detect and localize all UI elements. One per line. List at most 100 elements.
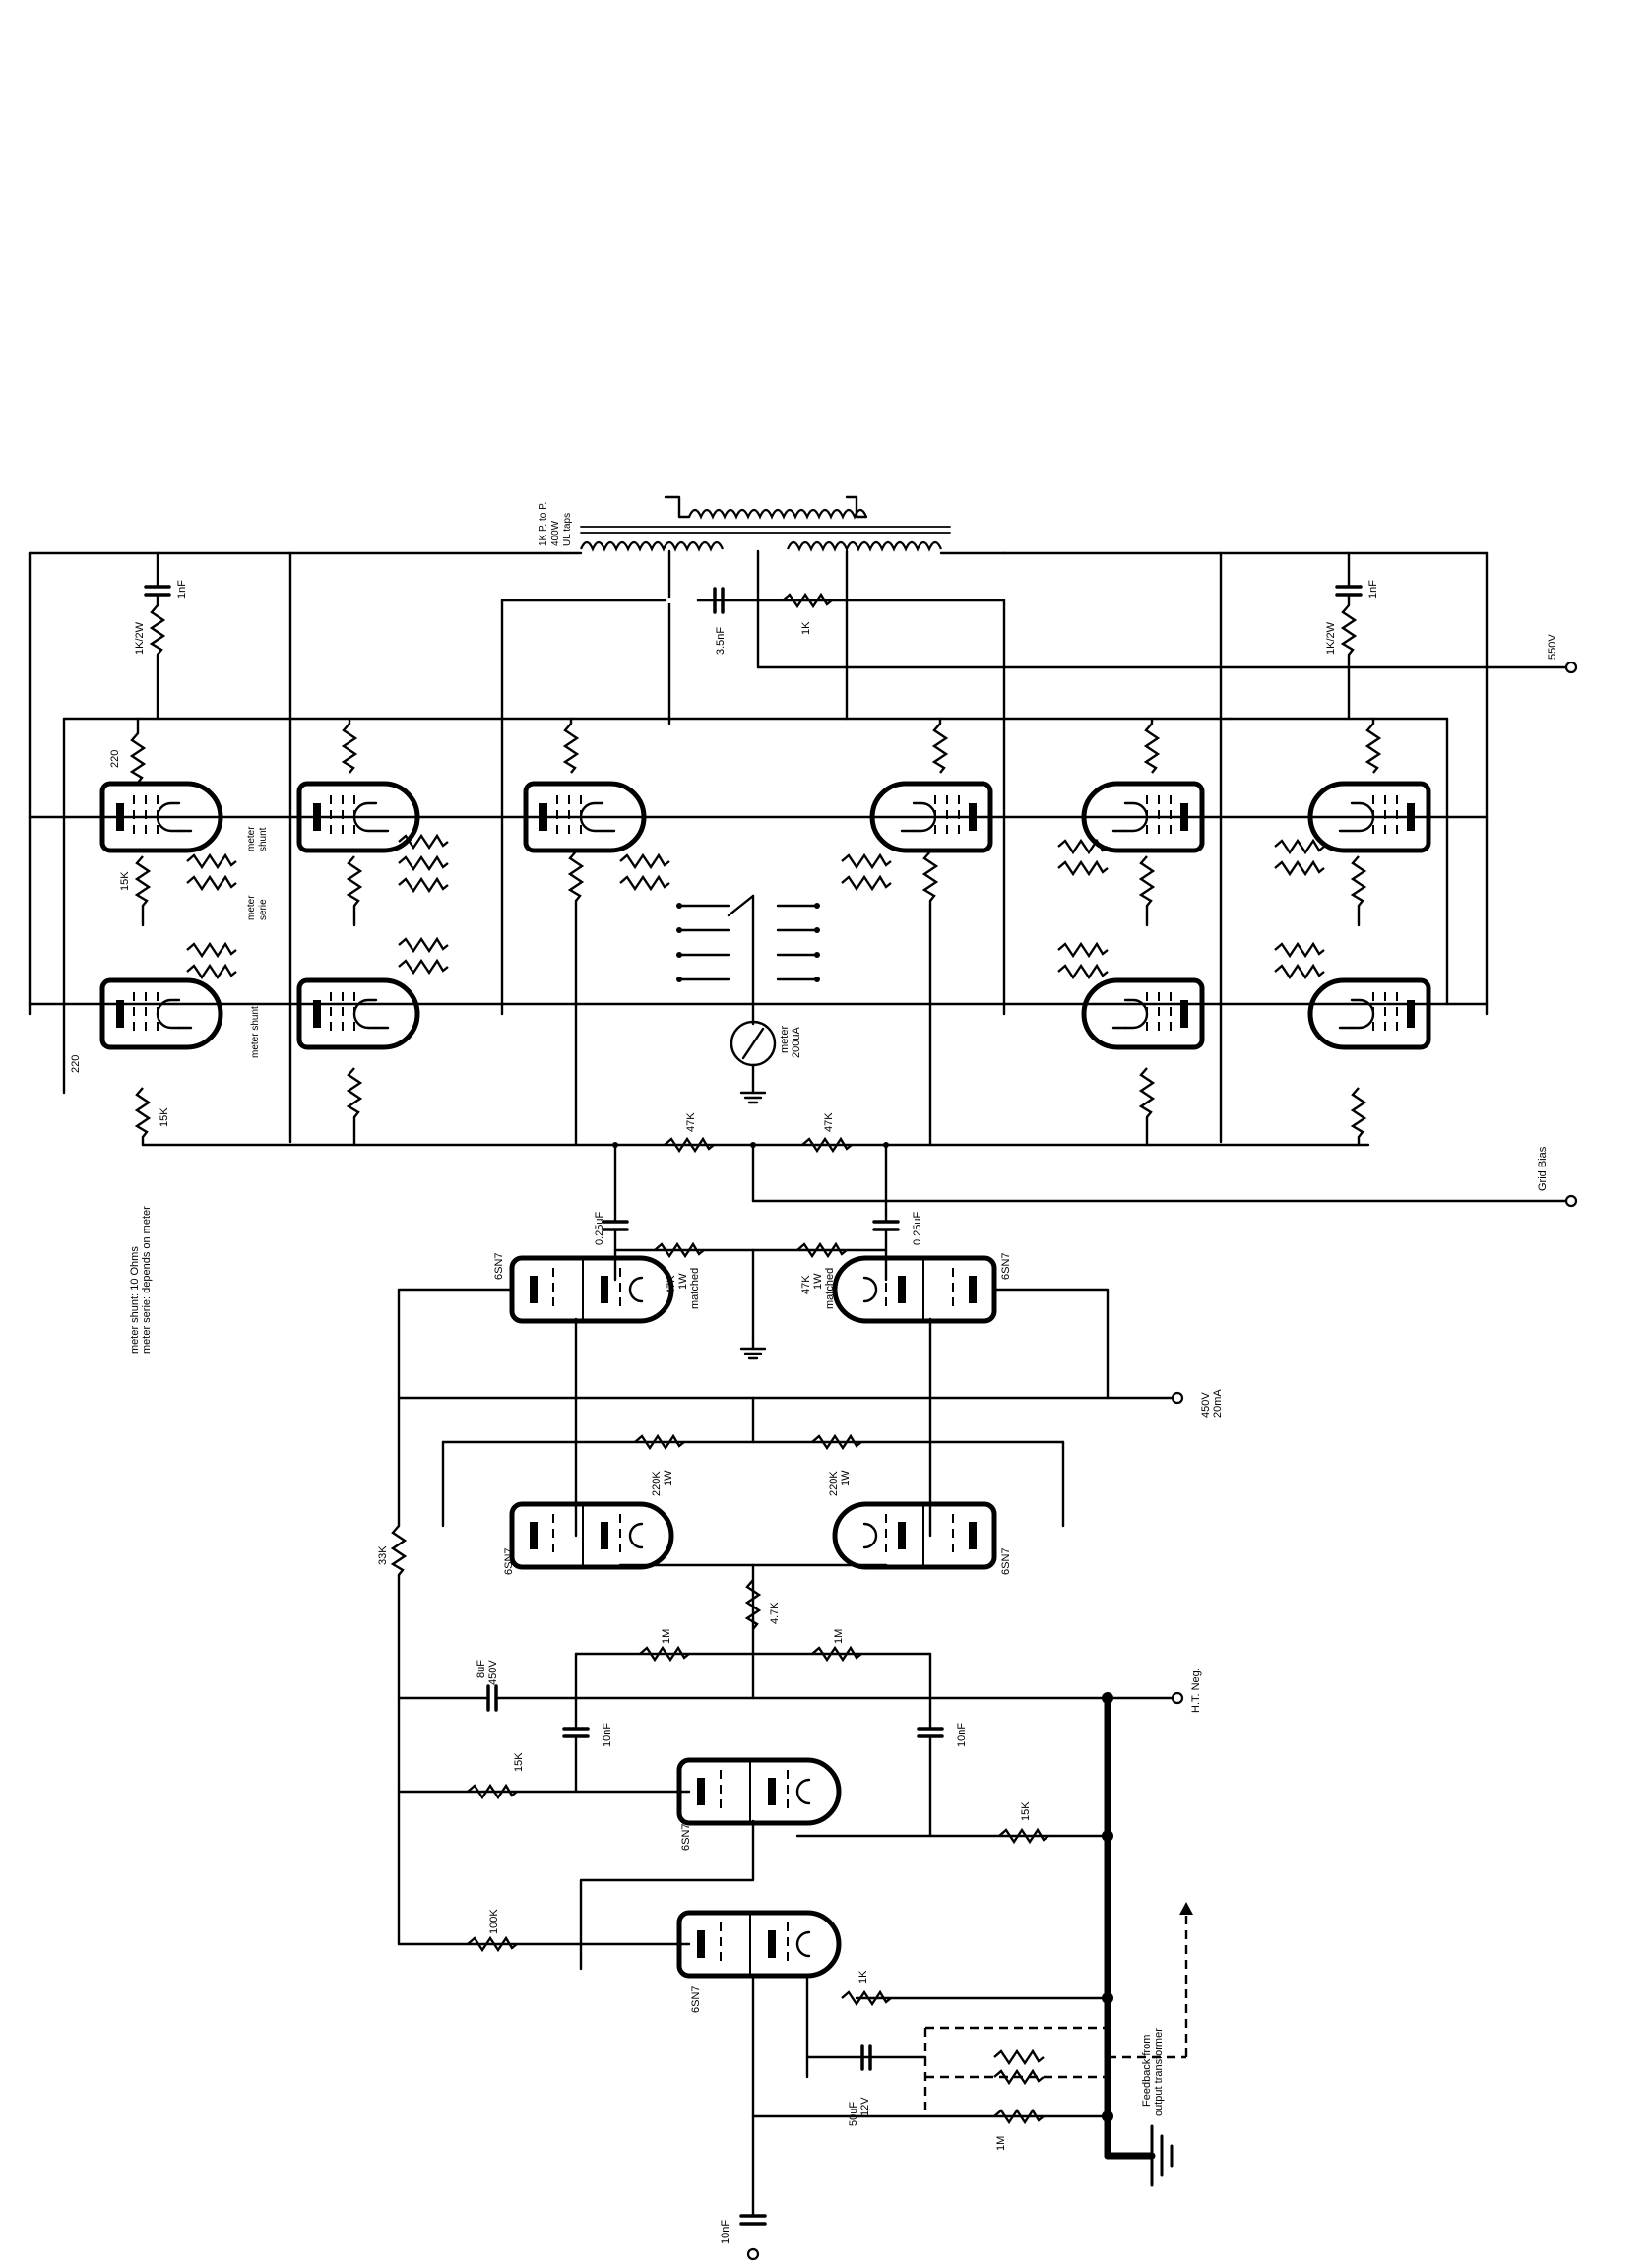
label-10nf-in: 10nF (720, 2220, 731, 2244)
label-10nf-r: 10nF (956, 1723, 968, 1747)
label-ht-neg: H.T. Neg. (1190, 1668, 1202, 1713)
right-screen-network (1229, 551, 1449, 721)
ground-bus (1102, 1692, 1174, 2187)
label-47k-bias-l: 47K (685, 1112, 697, 1132)
label-meter-serie-1: meter (246, 895, 257, 920)
label-6sn7-e: 6SN7 (680, 1823, 692, 1851)
label-15k-a: 15K (119, 871, 131, 891)
label-550v: 550V (1547, 634, 1558, 660)
output-tube-3 (102, 980, 221, 1147)
label-20ma: 20mA (1212, 1389, 1224, 1418)
label-1k-top: 1K (800, 621, 812, 635)
label-220k-l-w: 1W (663, 1470, 674, 1486)
label-10nf-l: 10nF (602, 1723, 613, 1747)
label-meter-shunt-2: meter shunt (250, 1006, 261, 1058)
label-1m-bot: 1M (995, 2136, 1007, 2151)
transformer-label-3: UL taps (562, 513, 573, 546)
output-tube-2 (299, 717, 417, 927)
label-220-a: 220 (109, 750, 121, 768)
label-220k-r: 220K (828, 1471, 840, 1496)
label-1nf-right: 1nF (1367, 580, 1379, 598)
label-025-r: 0.25uF (912, 1211, 923, 1245)
label-grid-bias: Grid Bias (1537, 1146, 1549, 1191)
label-220k-l: 220K (651, 1471, 663, 1496)
note-meter-shunt: meter shunt: 10 Ohms (129, 1246, 141, 1354)
zobel-network (500, 587, 1006, 1016)
label-8uf: 8uF (476, 1660, 487, 1678)
transformer-label-2: 400W (550, 520, 561, 546)
label-meter-shunt-1: meter (246, 826, 257, 851)
label-15k-b: 15K (159, 1107, 170, 1127)
label-6sn7-f: 6SN7 (690, 1985, 702, 2013)
driver-grid-resistors (613, 1242, 888, 1360)
b-plus-rail (28, 551, 1578, 1016)
terminal-ht-neg[interactable] (1171, 1691, 1184, 1705)
label-450v: 450V (1200, 1392, 1212, 1418)
output-tube-5 (526, 717, 644, 1147)
label-1k2w-left: 1K/2W (134, 621, 146, 655)
input-stage (397, 1760, 1110, 2261)
terminal-input[interactable] (746, 2247, 760, 2261)
grid-bias-rail (141, 1137, 1578, 1208)
label-meter-value: 200uA (791, 1027, 802, 1058)
label-1m-r: 1M (833, 1629, 845, 1644)
transformer-label-1: 1K P. to P. (539, 502, 549, 546)
label-6sn7-c: 6SN7 (503, 1547, 515, 1575)
label-6sn7-a: 6SN7 (493, 1252, 505, 1280)
output-tube-7 (1084, 717, 1202, 927)
output-tube-8 (1310, 717, 1428, 927)
label-meter-serie-1b: serie (258, 899, 269, 920)
label-100k: 100K (488, 1909, 500, 1934)
output-tube-4 (299, 980, 417, 1147)
meter-resistors (185, 834, 1326, 979)
label-3n5: 3.5nF (715, 627, 727, 655)
label-15k-in-r: 15K (1020, 1801, 1032, 1821)
label-47k-r: 47K (800, 1275, 812, 1294)
label-025-l: 0.25uF (594, 1211, 605, 1245)
decoupling (391, 1396, 1184, 1946)
label-220k-r-w: 1W (840, 1470, 852, 1486)
label-47k-r-w: 1W (812, 1273, 824, 1290)
output-tube-6 (872, 717, 990, 1147)
label-15k-in-l: 15K (513, 1752, 525, 1772)
feedback-label-2: output transformer (1153, 2028, 1165, 2116)
label-1m-l: 1M (661, 1629, 672, 1644)
label-1k-cath: 1K (857, 1970, 869, 1984)
terminal-grid-bias[interactable] (1564, 1194, 1578, 1208)
terminal-550v[interactable] (1564, 661, 1578, 674)
interstage-caps (562, 1652, 944, 1838)
label-47k-l: 47K (666, 1275, 677, 1294)
label-47k-l-w: 1W (677, 1273, 689, 1290)
label-50uf-v: 12V (859, 2097, 871, 2116)
output-transformer (559, 495, 1489, 725)
label-6sn7-d: 6SN7 (1000, 1547, 1012, 1575)
plate-feeds (28, 551, 1489, 1144)
label-47k-r-m: matched (824, 1268, 836, 1309)
output-tube-9 (1084, 980, 1202, 1147)
tail-network (574, 1563, 932, 1700)
feedback-label-1: Feedback from (1141, 2035, 1153, 2107)
label-4k7: 4.7K (769, 1602, 781, 1624)
output-tube-10 (1310, 980, 1428, 1147)
driver-supply-rail (397, 1288, 1184, 1538)
label-33k: 33K (377, 1545, 389, 1565)
label-47k-l-m: matched (689, 1268, 701, 1309)
label-6sn7-b: 6SN7 (1000, 1252, 1012, 1280)
label-220-b: 220 (70, 1055, 82, 1073)
meter (730, 1020, 777, 1104)
meter-switch[interactable] (676, 894, 820, 1026)
label-1k2w-right: 1K/2W (1325, 621, 1337, 655)
label-meter-shunt-1b: shunt (258, 827, 269, 851)
phase-splitter-loads (441, 1396, 1065, 1528)
note-meter-serie: meter serie: depends on meter (141, 1206, 153, 1354)
label-meter: meter (779, 1026, 791, 1053)
label-8uf-v: 450V (487, 1660, 499, 1685)
label-1nf-left: 1nF (176, 580, 188, 598)
label-50uf: 50uF (848, 2102, 859, 2126)
left-screen-network (62, 551, 1233, 721)
terminal-450v[interactable] (1171, 1391, 1184, 1405)
feedback-network (923, 1902, 1193, 2116)
driver-tube-middle (512, 1504, 994, 1567)
label-47k-bias-r: 47K (823, 1112, 835, 1132)
